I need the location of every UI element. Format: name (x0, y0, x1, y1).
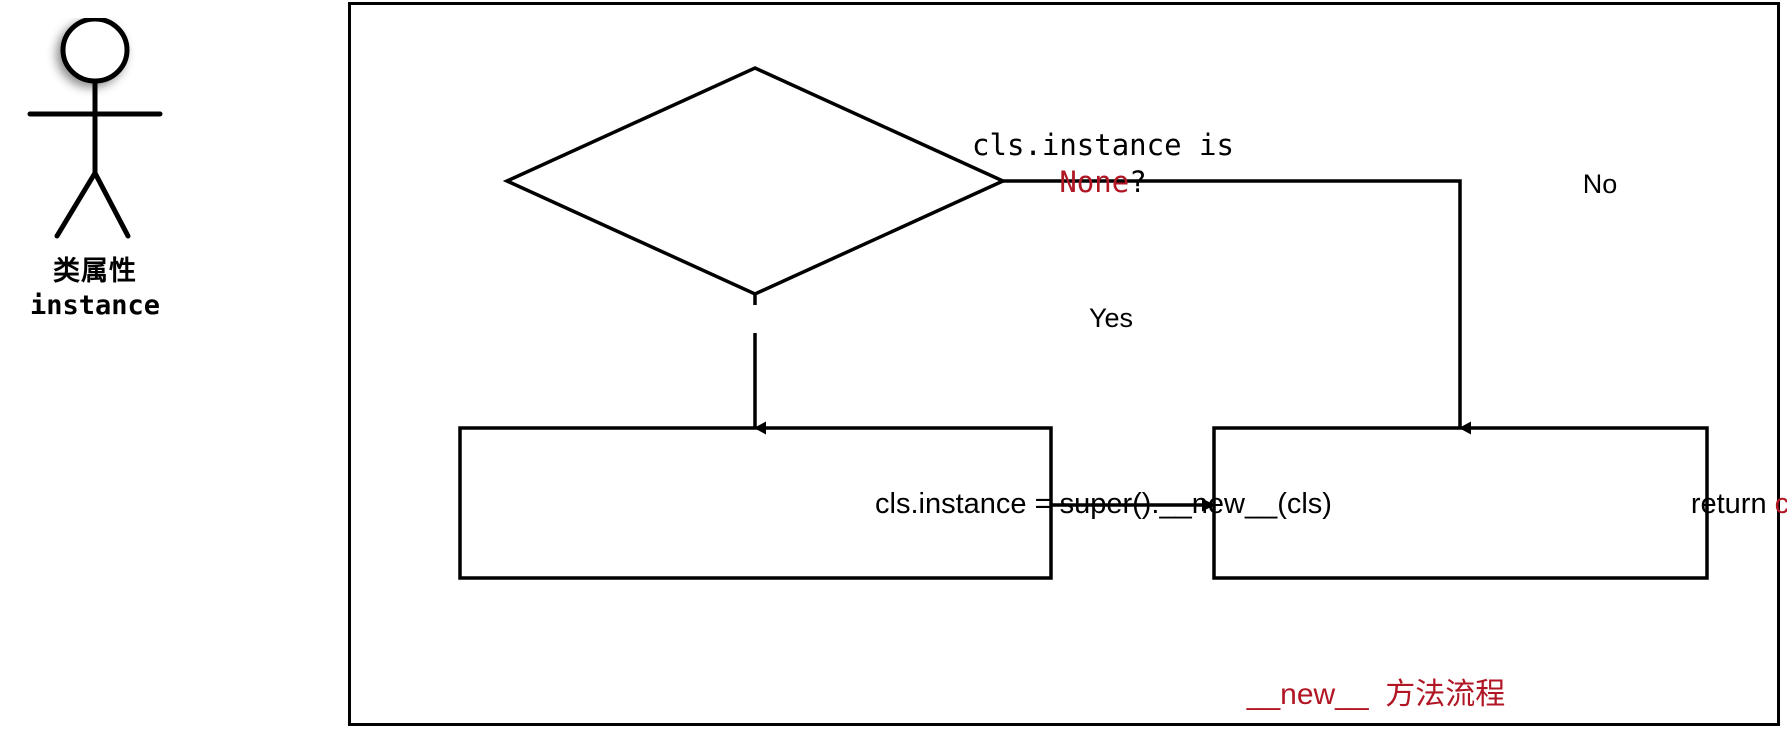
stick-figure-icon (0, 16, 200, 248)
flowchart-panel: cls.instance is None? cls.instance = sup… (348, 2, 1787, 726)
process-rect-shape (458, 426, 1053, 580)
actor-block: 类属性 instance (0, 0, 300, 360)
flowchart-graphics (458, 66, 1709, 580)
actor-caption: 类属性 instance (0, 255, 190, 323)
actor-caption-cn: 类属性 (53, 256, 137, 286)
edge-no-path (1003, 179, 1471, 435)
actor-caption-code: instance (29, 289, 161, 321)
decision-diamond-shape (502, 66, 1008, 296)
return-rect-shape (1212, 426, 1709, 580)
